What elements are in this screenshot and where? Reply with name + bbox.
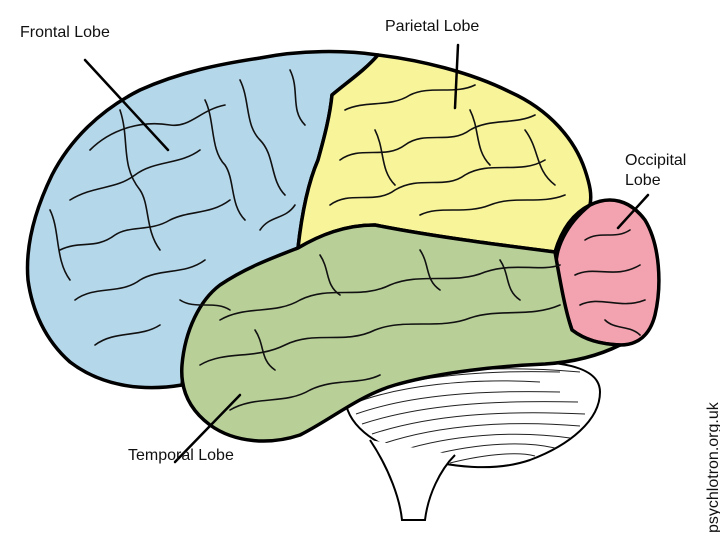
temporal-gyri [199, 249, 561, 411]
parietal-lobe-label: Parietal Lobe [385, 18, 480, 35]
frontal-pointer [83, 58, 170, 152]
watermark-text: psychlotron.org.uk [705, 402, 720, 533]
temporal-pointer [173, 393, 242, 464]
occipital-pointer [616, 193, 650, 230]
cerebellum-folia [351, 368, 586, 464]
cerebellum [343, 360, 602, 521]
parietal-pointer [453, 43, 460, 110]
occipital-label-line1: Occipital [625, 152, 687, 169]
parietal-gyri [329, 84, 566, 216]
temporal-lobe [180, 223, 622, 443]
brain-stem [369, 439, 456, 521]
frontal-lobe-label: Frontal Lobe [20, 24, 110, 41]
occipital-lobe-label: Occipital Lobe [625, 151, 686, 191]
occipital-label-line2: Lobe [625, 172, 661, 189]
parietal-temporal-boundary [374, 224, 556, 253]
frontal-gyri [49, 69, 306, 346]
temporal-lobe-label: Temporal Lobe [128, 447, 234, 464]
occipital-gyri [574, 229, 646, 336]
